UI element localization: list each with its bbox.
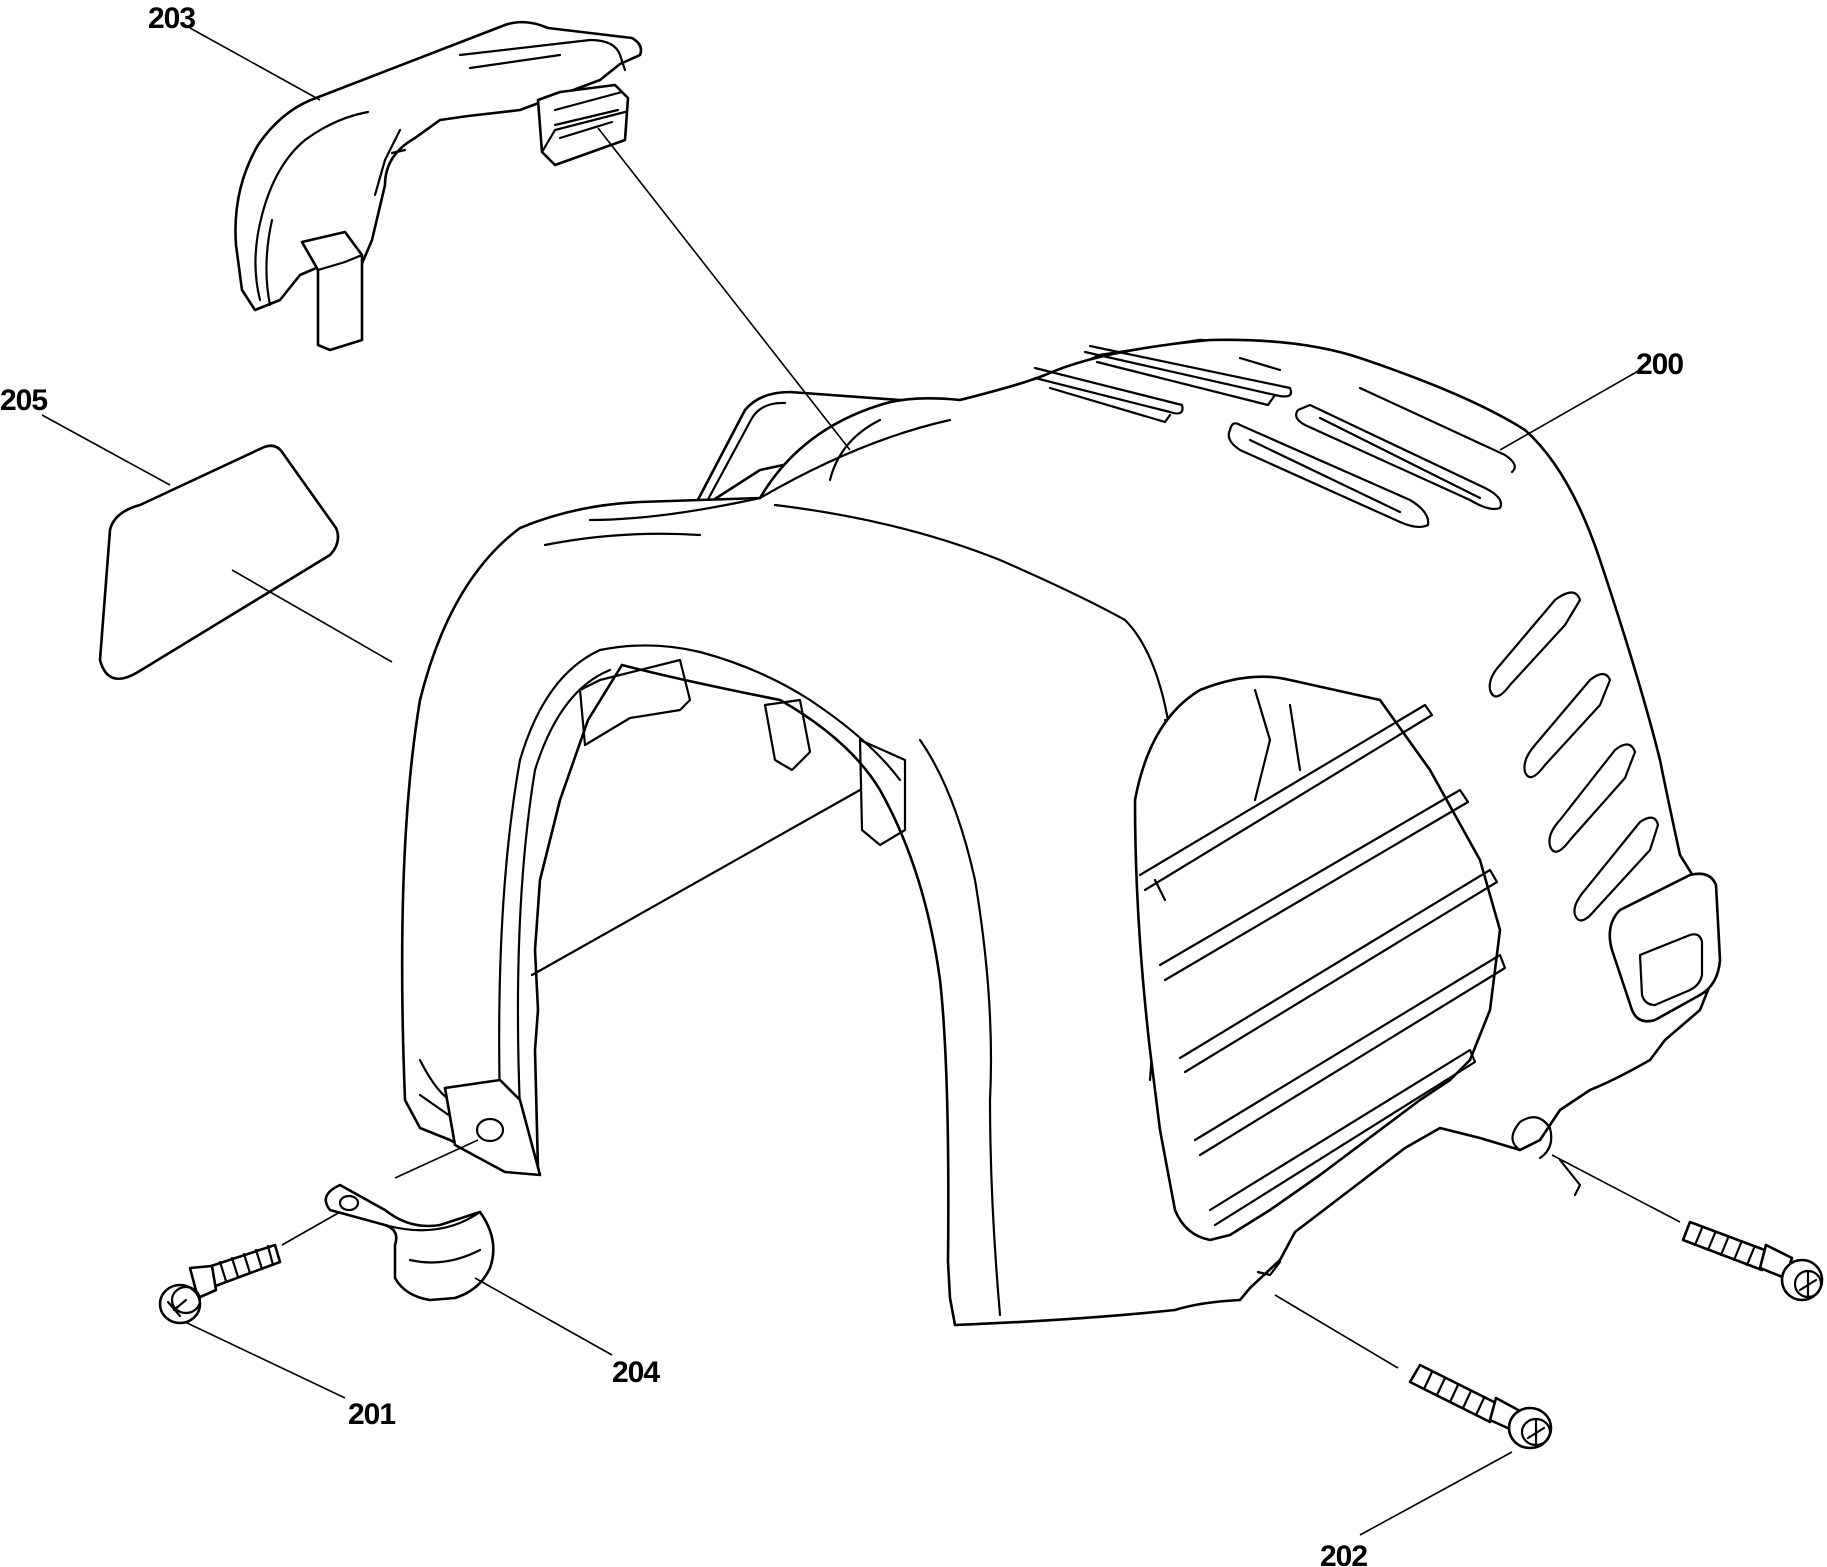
callout-202: 202 (1320, 1540, 1367, 1567)
part-205-label (98, 444, 340, 681)
leader-203 (189, 27, 321, 101)
callout-204: 204 (612, 1356, 660, 1389)
leader-204 (474, 1277, 613, 1356)
leader-201-dash-a (281, 1211, 341, 1246)
leader-201-dash-b (394, 1139, 479, 1179)
leader-201 (184, 1321, 346, 1399)
part-203-top-cover (234, 20, 643, 352)
leader-202-right-dash (1551, 1154, 1681, 1223)
callout-200: 200 (1636, 348, 1683, 381)
leader-202-lower (1359, 1451, 1513, 1536)
leader-202-lower-dash (1274, 1294, 1399, 1369)
leader-203-dash (597, 127, 851, 451)
leader-lines (41, 27, 1681, 1536)
part-201-screw (158, 1243, 282, 1325)
part-202-screw-lower (1408, 1363, 1553, 1450)
leader-200 (1499, 369, 1641, 451)
leader-205-dash (231, 569, 393, 663)
callouts: 203 205 200 201 204 202 (0, 2, 1684, 1567)
part-202-screw-right (1681, 1220, 1824, 1302)
leader-205 (41, 414, 171, 486)
part-200-engine-cover (400, 338, 1722, 1327)
callout-205: 205 (0, 384, 47, 417)
callout-201: 201 (348, 1398, 395, 1431)
callout-203: 203 (148, 2, 195, 35)
part-204-clamp (324, 1183, 495, 1302)
